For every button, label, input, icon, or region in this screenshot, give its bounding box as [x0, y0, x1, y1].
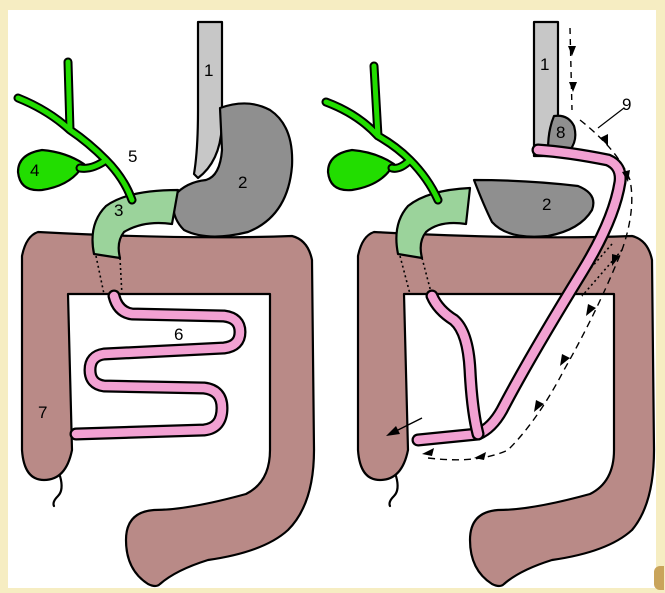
right-label-9-leader [598, 108, 624, 128]
left-label-small-intestine: 6 [174, 325, 183, 344]
left-diagram: 1 2 3 4 5 6 7 [18, 22, 314, 586]
left-label-duodenum: 3 [114, 201, 123, 220]
right-stomach [474, 180, 593, 237]
arrowhead-2 [569, 82, 577, 92]
right-label-stomach: 2 [542, 195, 551, 214]
left-stomach [173, 103, 292, 236]
left-colon [22, 232, 314, 586]
right-label-jejunal-loop: 9 [622, 95, 631, 114]
arrowhead-6 [586, 304, 596, 316]
right-afferent-limb [432, 296, 478, 434]
flow-arrow-esophagus [570, 28, 572, 110]
arrowhead-10 [422, 448, 434, 456]
digestive-diagram-svg: 1 2 3 4 5 6 7 [8, 10, 656, 588]
left-label-stomach: 2 [238, 173, 247, 192]
corner-ornament [654, 566, 664, 590]
arrowhead-7 [560, 354, 570, 366]
arrowhead-9 [474, 452, 486, 460]
left-label-colon: 7 [38, 403, 47, 422]
right-gallbladder [328, 150, 394, 190]
left-label-bile-duct: 5 [128, 147, 137, 166]
arrowhead-1 [568, 46, 576, 56]
left-gallbladder [18, 150, 84, 190]
right-appendix [390, 476, 398, 506]
left-label-gallbladder: 4 [30, 161, 39, 180]
left-esophagus [194, 22, 222, 178]
right-label-esophagus: 1 [540, 55, 549, 74]
right-diagram: 1 8 2 9 [326, 22, 654, 586]
right-label-stump: 8 [556, 123, 565, 142]
arrowhead-3 [600, 134, 608, 146]
left-appendix [54, 476, 62, 506]
left-label-esophagus: 1 [204, 61, 213, 80]
diagram-canvas: 1 2 3 4 5 6 7 [8, 10, 656, 588]
